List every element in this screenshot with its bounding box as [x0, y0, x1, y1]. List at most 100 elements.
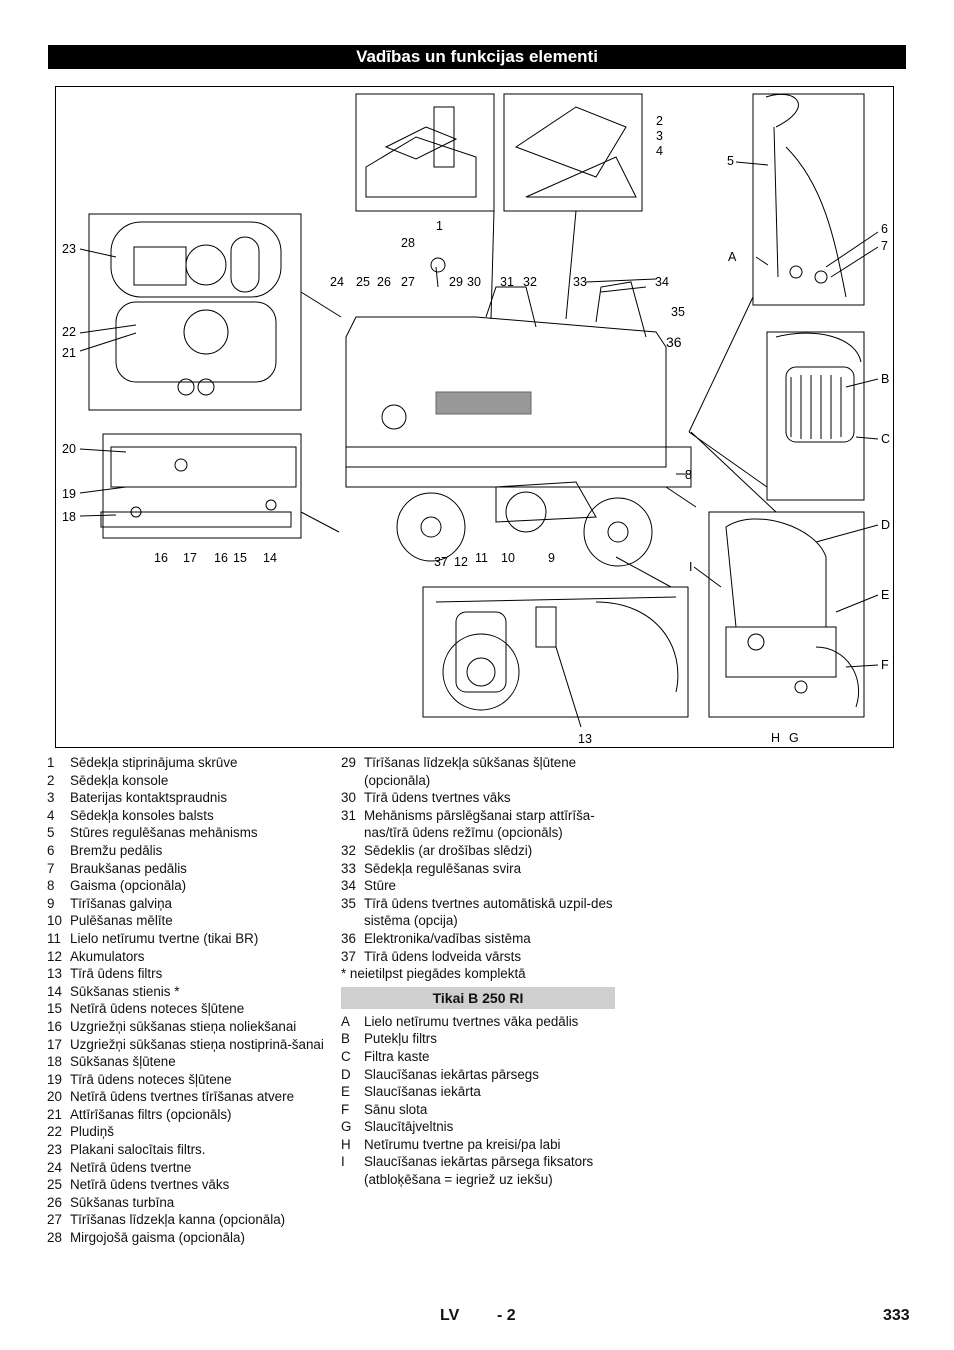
callout-C: C	[881, 432, 890, 446]
detail-filter-box	[766, 331, 865, 501]
callout-10: 10	[501, 551, 515, 565]
detail-seat-bolt	[355, 93, 495, 212]
callout-D: D	[881, 518, 890, 532]
callout-20: 20	[62, 442, 76, 456]
callout-E: E	[881, 588, 889, 602]
callout-13: 13	[578, 732, 592, 746]
callout-22: 22	[62, 325, 76, 339]
footer-section: - 2	[497, 1307, 516, 1324]
callout-29: 29	[449, 275, 463, 289]
callout-30: 30	[467, 275, 481, 289]
callout-3: 3	[656, 129, 663, 143]
detail-squeegee	[102, 433, 302, 539]
callout-G: G	[789, 731, 799, 745]
callout-H: H	[771, 731, 780, 745]
callout-27: 27	[401, 275, 415, 289]
callout-18: 18	[62, 510, 76, 524]
callout-F: F	[881, 658, 889, 672]
detail-tank-top	[88, 213, 302, 411]
callout-36: 36	[666, 334, 682, 350]
callout-8: 8	[685, 468, 692, 482]
callout-4: 4	[656, 144, 663, 158]
callout-23: 23	[62, 242, 76, 256]
callout-1: 1	[436, 219, 443, 233]
callout-15: 15	[233, 551, 247, 565]
callout-16-a: 16	[154, 551, 168, 565]
callout-7: 7	[881, 239, 888, 253]
callout-28: 28	[401, 236, 415, 250]
callout-I: I	[689, 560, 692, 574]
callout-32: 32	[523, 275, 537, 289]
subsection-title: Tikai B 250 RI	[341, 986, 615, 1009]
section-title: Vadības un funkcijas elementi	[48, 45, 906, 69]
diagram-drawing: 1 2 3 4 5 6 7 8 9 10 11 12 13 14 15 16 1…	[62, 93, 890, 746]
callout-9: 9	[548, 551, 555, 565]
callout-B: B	[881, 372, 889, 386]
footer-language: LV	[440, 1307, 460, 1324]
callout-6: 6	[881, 222, 888, 236]
callout-A: A	[728, 250, 737, 264]
callout-34: 34	[655, 275, 669, 289]
callout-24: 24	[330, 275, 344, 289]
callout-37: 37	[434, 555, 448, 569]
detail-steering	[752, 93, 865, 306]
callout-14: 14	[263, 551, 277, 565]
callout-16-b: 16	[214, 551, 228, 565]
machine-body	[345, 257, 692, 567]
callout-26: 26	[377, 275, 391, 289]
callout-17: 17	[183, 551, 197, 565]
callout-19: 19	[62, 487, 76, 501]
detail-sweeper	[708, 511, 865, 718]
callout-21: 21	[62, 346, 76, 360]
callout-12: 12	[454, 555, 468, 569]
callout-5: 5	[727, 154, 734, 168]
footnote: * neietilpst piegādes komplektā	[341, 966, 526, 982]
callout-11: 11	[475, 551, 488, 565]
